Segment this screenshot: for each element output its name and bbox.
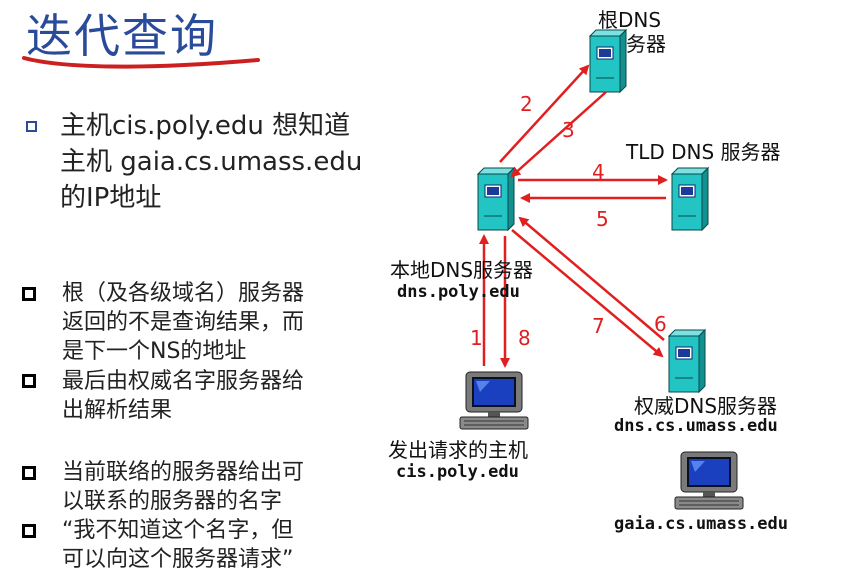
note-line: 根（及各级域名）服务器 [62, 281, 305, 306]
step-number-6: 6 [654, 312, 667, 336]
target-host-computer-icon [674, 451, 744, 510]
step-number-8: 8 [518, 326, 531, 350]
tld-dns-label: TLD DNS 服务器 [626, 140, 781, 164]
note-line: 返回的不是查询结果，而 [62, 310, 305, 335]
step-number-3: 3 [562, 118, 575, 142]
step-number-1: 1 [470, 326, 483, 350]
step-number-4: 4 [592, 160, 605, 184]
main-bullet-line: 主机 gaia.cs.umass.edu [60, 147, 363, 177]
target-host-name: gaia.cs.umass.edu [614, 514, 788, 534]
local-dns-server-icon [477, 167, 515, 231]
note-line: 是下一个NS的地址 [62, 339, 247, 364]
requesting-host-label: 发出请求的主机 [388, 438, 528, 462]
note-line: 以联系的服务器的名字 [62, 489, 283, 514]
authoritative-dns-server-icon [668, 329, 706, 393]
bullet-square-icon [26, 121, 37, 132]
bullet-square-icon [22, 524, 36, 538]
note-line: 当前联络的服务器给出可 [62, 460, 305, 485]
bullet-square-icon [22, 287, 36, 301]
local-dns-label: 本地DNS服务器 [390, 258, 534, 282]
step-number-5: 5 [596, 207, 609, 231]
page-title: 迭代查询 [26, 9, 218, 63]
main-bullet-line: 主机cis.poly.edu 想知道 [60, 111, 351, 141]
requesting-host-computer-icon [459, 371, 529, 430]
tld-dns-server-icon [671, 167, 709, 231]
main-bullet-line: 的IP地址 [60, 183, 162, 213]
note-line: 最后由权威名字服务器给 [62, 369, 305, 394]
authoritative-dns-host: dns.cs.umass.edu [614, 416, 778, 436]
note-line: 可以向这个服务器请求” [62, 547, 294, 572]
arrow-step-6 [518, 216, 665, 341]
title-underline [22, 56, 260, 69]
arrow-step-7 [511, 229, 664, 358]
step-number-7: 7 [592, 314, 605, 338]
root-dns-label-line2: 务器 [626, 32, 666, 56]
step-number-2: 2 [520, 92, 533, 116]
arrow-step-2 [499, 64, 590, 163]
root-dns-label-line1: 根DNS [598, 8, 662, 32]
requesting-host-name: cis.poly.edu [396, 462, 519, 482]
root-dns-server-icon [589, 29, 627, 93]
bullet-square-icon [22, 374, 36, 388]
note-line: “我不知道这个名字，但 [62, 518, 294, 543]
note-line: 出解析结果 [62, 398, 173, 423]
authoritative-dns-label: 权威DNS服务器 [634, 394, 778, 418]
local-dns-host: dns.poly.edu [397, 282, 520, 302]
bullet-square-icon [22, 466, 36, 480]
arrow-step-3 [510, 91, 607, 178]
